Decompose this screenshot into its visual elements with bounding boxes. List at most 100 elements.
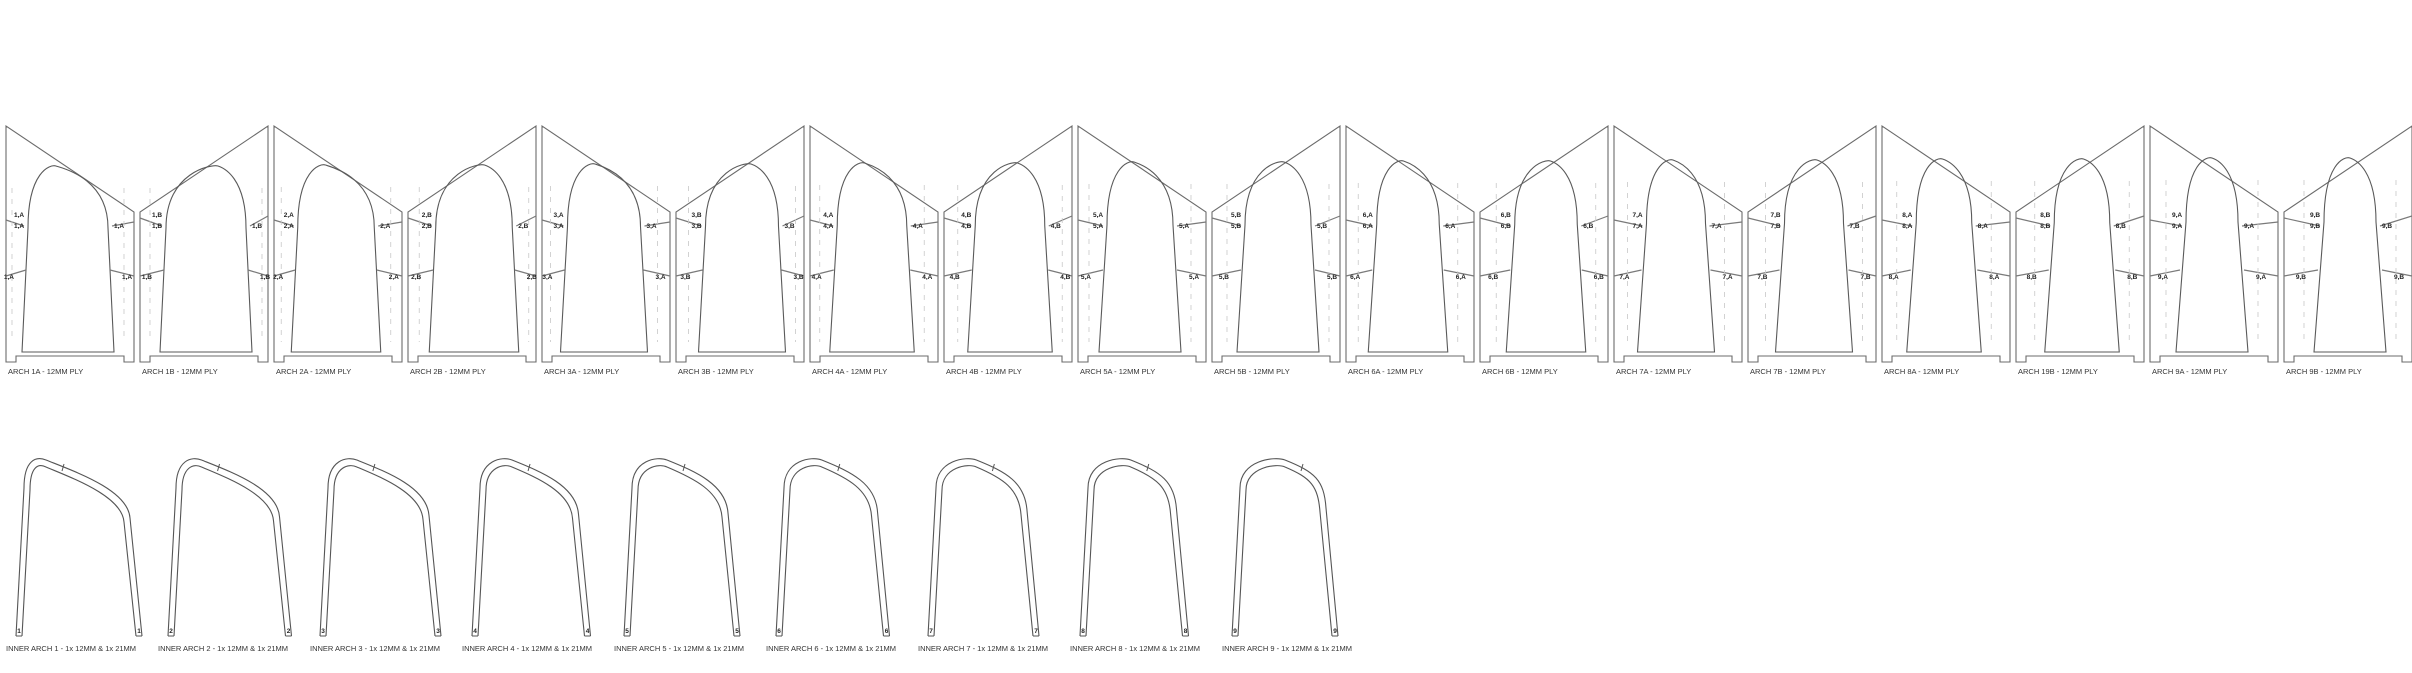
part-mark: 5,A xyxy=(1093,212,1103,219)
rib-mark: 6 xyxy=(885,628,889,635)
panel-outline xyxy=(943,124,1073,363)
panel-outline xyxy=(1479,124,1609,363)
part-mark: 6,A xyxy=(1445,223,1455,230)
panel-outline xyxy=(1747,124,1877,363)
arch-opening xyxy=(829,162,915,353)
part-mark: 8,A xyxy=(1902,212,1912,219)
part-mark: 9,B xyxy=(2310,212,2320,219)
join-tick xyxy=(991,463,995,472)
seam-line-lower xyxy=(1077,269,1207,277)
rib-caption: INNER ARCH 8 - 1x 12MM & 1x 21MM xyxy=(1070,644,1200,653)
part-mark: 4,A xyxy=(913,223,923,230)
arch-opening xyxy=(1774,159,1854,353)
panel-outline xyxy=(1881,124,2011,363)
rib-inner-edge xyxy=(1237,465,1333,637)
seam-line-lower xyxy=(139,269,269,277)
part-mark: 6,A xyxy=(1350,274,1360,281)
arch-opening xyxy=(2175,157,2249,353)
panel-outline xyxy=(541,124,671,363)
part-mark: 1,B xyxy=(260,274,270,281)
seam-line-upper xyxy=(1211,215,1341,227)
part-mark: 8,B xyxy=(2040,212,2050,219)
part-mark: 9,A xyxy=(2244,223,2254,230)
seam-line-upper xyxy=(1613,219,1743,227)
part-mark: 1,A xyxy=(14,223,24,230)
part-mark: 3,B xyxy=(680,274,690,281)
panel-caption: ARCH 3A - 12MM PLY xyxy=(544,367,619,376)
panel-outline xyxy=(1077,124,1207,363)
part-mark: 5,B xyxy=(1219,274,1229,281)
arch-opening xyxy=(1236,161,1320,353)
panel-outline xyxy=(1211,124,1341,363)
rib-mark: 3 xyxy=(436,628,440,635)
part-mark: 6,A xyxy=(1456,274,1466,281)
panel-outline xyxy=(407,124,537,363)
seam-line-lower xyxy=(2149,269,2279,277)
part-mark: 7,B xyxy=(1861,274,1871,281)
arch-opening xyxy=(21,165,115,353)
rib-caption: INNER ARCH 6 - 1x 12MM & 1x 21MM xyxy=(766,644,896,653)
part-mark: 8,B xyxy=(2127,274,2137,281)
part-mark: 5,B xyxy=(1327,274,1337,281)
part-mark: 3,B xyxy=(692,223,702,230)
part-mark: 6,A xyxy=(1363,212,1373,219)
seam-line-lower xyxy=(1479,269,1609,277)
part-mark: 4,A xyxy=(823,223,833,230)
seam-line-upper xyxy=(407,215,537,227)
part-mark: 9,A xyxy=(2172,212,2182,219)
rib-inner-edge xyxy=(325,465,436,637)
rib-caption: INNER ARCH 3 - 1x 12MM & 1x 21MM xyxy=(310,644,440,653)
seam-line-lower xyxy=(541,269,671,277)
part-mark: 5,A xyxy=(1179,223,1189,230)
join-tick xyxy=(837,463,841,472)
part-mark: 7,A xyxy=(1712,223,1722,230)
part-mark: 1,A xyxy=(14,212,24,219)
rib-caption: INNER ARCH 1 - 1x 12MM & 1x 21MM xyxy=(6,644,136,653)
seam-line-lower xyxy=(1345,269,1475,277)
part-mark: 2,A xyxy=(380,223,390,230)
seam-line-upper xyxy=(2015,215,2145,227)
rib-outer-edge xyxy=(167,458,293,637)
part-mark: 9,B xyxy=(2382,223,2392,230)
part-mark: 5,A xyxy=(1189,274,1199,281)
part-mark: 6,A xyxy=(1363,223,1373,230)
part-mark: 1,B xyxy=(252,223,262,230)
rib-caption: INNER ARCH 5 - 1x 12MM & 1x 21MM xyxy=(614,644,744,653)
part-mark: 8,B xyxy=(2040,223,2050,230)
part-mark: 2,A xyxy=(389,274,399,281)
rib-mark: 4 xyxy=(586,628,590,635)
panel-outline xyxy=(1345,124,1475,363)
rib-outer-edge xyxy=(775,458,891,637)
part-mark: 2,A xyxy=(273,274,283,281)
rib-outer-edge xyxy=(471,458,592,637)
part-mark: 6,B xyxy=(1583,223,1593,230)
panel-caption: ARCH 2A - 12MM PLY xyxy=(276,367,351,376)
panel-caption: ARCH 7B - 12MM PLY xyxy=(1750,367,1826,376)
part-mark: 1,A xyxy=(114,223,124,230)
panel-caption: ARCH 7A - 12MM PLY xyxy=(1616,367,1691,376)
part-mark: 6,B xyxy=(1501,212,1511,219)
arch-opening xyxy=(428,164,520,353)
panel-outline xyxy=(1613,124,1743,363)
part-mark: 5,A xyxy=(1081,274,1091,281)
panel-caption: ARCH 19B - 12MM PLY xyxy=(2018,367,2098,376)
part-mark: 8,A xyxy=(1889,274,1899,281)
part-mark: 7,B xyxy=(1850,223,1860,230)
part-mark: 4,B xyxy=(1051,223,1061,230)
panel-outline xyxy=(273,124,403,363)
seam-line-lower xyxy=(943,269,1073,277)
rib-mark: 8 xyxy=(1081,628,1085,635)
part-mark: 1,A xyxy=(122,274,132,281)
panel-outline xyxy=(139,124,269,363)
rib-mark: 4 xyxy=(473,628,477,635)
part-mark: 7,A xyxy=(1619,274,1629,281)
part-mark: 4,B xyxy=(961,212,971,219)
panel-caption: ARCH 1B - 12MM PLY xyxy=(142,367,218,376)
